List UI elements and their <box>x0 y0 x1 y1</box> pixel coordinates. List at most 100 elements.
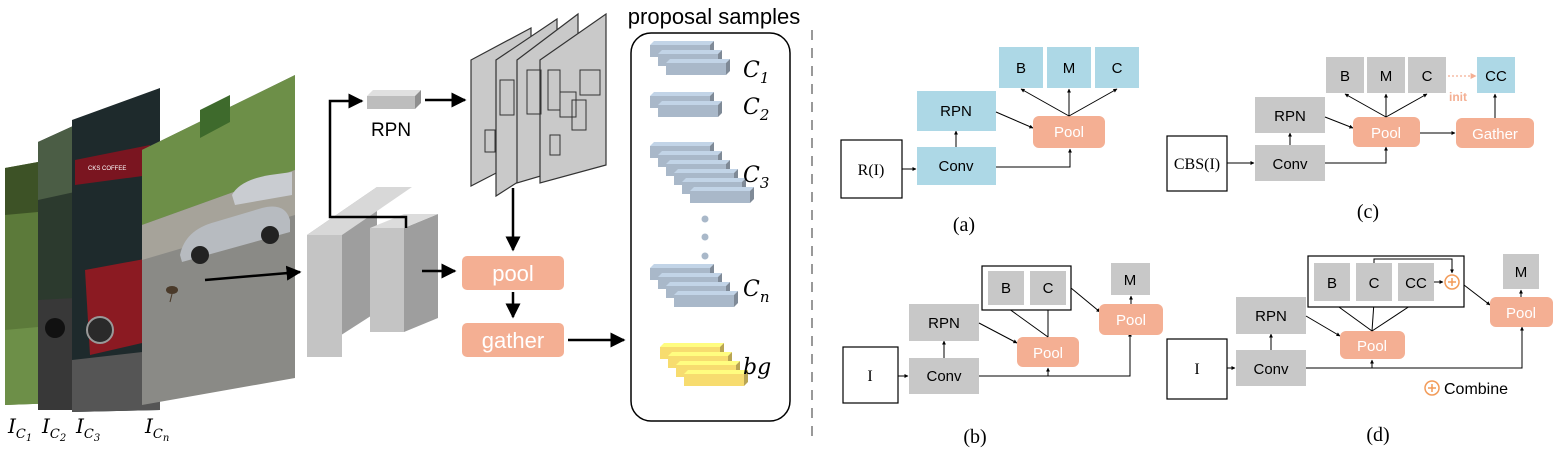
class-labels: C1 C2 C3 Cn bg <box>743 58 771 380</box>
panel-d-head-c <box>1356 263 1392 301</box>
panel-c-gather-label: Gather <box>1472 126 1518 143</box>
class-label-1: C1 <box>743 58 769 87</box>
panel-a-rpn-label: RPN <box>940 103 972 120</box>
panel-a-head-b <box>999 47 1043 88</box>
panel-d-head-m <box>1503 254 1539 289</box>
backbone-to-rpn-arrow <box>328 93 408 228</box>
panel-c-head-c <box>1408 57 1446 93</box>
panel-c-gather-box <box>1456 118 1534 148</box>
panel-d: I Conv RPN Pool B C CC Pool M <box>1166 254 1553 446</box>
backbone-block-2 <box>370 214 438 332</box>
bg-label: bg <box>743 355 771 380</box>
gather-box <box>462 323 564 357</box>
panel-d-rpn-label: RPN <box>1255 308 1287 325</box>
class-1-stack <box>650 41 730 75</box>
rpn-label: RPN <box>371 120 411 141</box>
input-image-stack: CKS COFFEE <box>5 75 295 412</box>
class-label-n: Cn <box>743 277 770 306</box>
panel-d-caption: (d) <box>1366 424 1389 446</box>
panel-d-pool2-box <box>1490 297 1553 327</box>
panel-b-pool2-label: Pool <box>1116 312 1146 329</box>
panel-c-rpn-box <box>1255 97 1325 133</box>
panel-d-pool2-label: Pool <box>1506 305 1536 322</box>
panel-b-pool1-box <box>1017 337 1079 367</box>
panel-a: R(I) Conv RPN Pool B M C (a) <box>840 47 1139 236</box>
panel-b-pool1-label: Pool <box>1033 345 1063 362</box>
svg-text:IC2: IC2 <box>41 414 66 444</box>
photo-sign: CKS COFFEE <box>88 166 126 172</box>
panel-a-head-m <box>1047 47 1091 88</box>
panel-d-pool1-label: Pool <box>1357 338 1387 355</box>
class-3-stack <box>650 142 754 203</box>
panel-a-pool-label: Pool <box>1054 124 1084 141</box>
svg-text:C: C <box>1112 60 1123 77</box>
image-to-backbone-arrow <box>204 265 302 282</box>
class-n-stack <box>650 264 738 307</box>
rpn-block <box>367 90 421 109</box>
svg-text:C: C <box>1369 275 1380 292</box>
panel-a-rpn-box <box>917 91 996 131</box>
svg-text:M: M <box>1380 68 1393 85</box>
panel-a-input-box <box>840 139 903 199</box>
panel-b: I Conv RPN Pool B C Pool M (b) <box>842 263 1163 448</box>
svg-text:B: B <box>1016 60 1026 77</box>
svg-text:C: C <box>1043 280 1054 297</box>
svg-text:M: M <box>1515 264 1528 281</box>
pool-box <box>462 256 564 290</box>
panel-d-rpn-box <box>1236 297 1306 334</box>
svg-text:IC3: IC3 <box>75 414 100 444</box>
class-2-stack <box>650 92 722 117</box>
panel-d-head-b <box>1314 263 1350 301</box>
panel-b-head-m <box>1111 263 1150 295</box>
panel-c-head-m <box>1367 57 1405 93</box>
svg-text:M: M <box>1063 60 1076 77</box>
panel-c-init-label: init <box>1449 90 1467 104</box>
panel-b-head-b <box>988 271 1024 305</box>
panel-d-conv-label: Conv <box>1253 361 1289 378</box>
panel-c-caption: (c) <box>1357 201 1379 223</box>
proposal-maps <box>470 12 607 198</box>
panel-b-rpn-label: RPN <box>928 315 960 332</box>
panel-c-input-box <box>1166 135 1228 192</box>
backbone-block-1 <box>307 187 412 357</box>
panel-a-conv-label: Conv <box>938 158 974 175</box>
panel-a-head-c <box>1095 47 1139 88</box>
panel-b-caption: (b) <box>963 426 986 448</box>
panel-d-input-box <box>1166 338 1228 400</box>
svg-text:ICn: ICn <box>144 414 169 444</box>
panel-b-conv-box <box>909 358 979 394</box>
svg-text:C: C <box>1422 68 1433 85</box>
panel-b-input-label: I <box>867 368 872 385</box>
panel-a-conv-box <box>917 147 996 185</box>
panel-c-input-label: CBS(I) <box>1174 156 1220 173</box>
panel-c-rpn-label: RPN <box>1274 108 1306 125</box>
panel-a-pool-box <box>1033 116 1105 148</box>
panel-c-pool-box <box>1353 117 1420 147</box>
svg-text:M: M <box>1124 272 1137 289</box>
svg-text:B: B <box>1340 68 1350 85</box>
panel-d-head-cc <box>1398 263 1434 301</box>
pool-label: pool <box>492 261 534 286</box>
panel-d-pool1-box <box>1340 331 1405 359</box>
panel-c-head-b <box>1326 57 1364 93</box>
panel-d-conv-box <box>1236 350 1306 386</box>
ellipsis-dots <box>701 215 709 260</box>
combine-legend-label: Combine <box>1444 381 1508 398</box>
panel-c-conv-box <box>1255 145 1325 181</box>
panel-c-conv-label: Conv <box>1272 156 1308 173</box>
svg-text:IC1: IC1 <box>7 414 32 444</box>
gather-label: gather <box>482 328 544 353</box>
panel-b-pool2-box <box>1099 304 1163 335</box>
image-labels: IC1 IC2 IC3 ICn <box>7 414 169 444</box>
svg-text:B: B <box>1327 275 1337 292</box>
class-sample-stacks <box>650 41 754 386</box>
svg-text:CC: CC <box>1405 275 1427 292</box>
proposal-samples-title: proposal samples <box>628 4 800 29</box>
svg-text:CC: CC <box>1485 68 1507 85</box>
panel-b-input-box <box>842 346 899 404</box>
panel-b-conv-label: Conv <box>926 368 962 385</box>
image-layer-3: CKS COFFEE <box>72 88 160 412</box>
bg-stack <box>660 343 748 386</box>
panel-a-caption: (a) <box>953 214 975 236</box>
